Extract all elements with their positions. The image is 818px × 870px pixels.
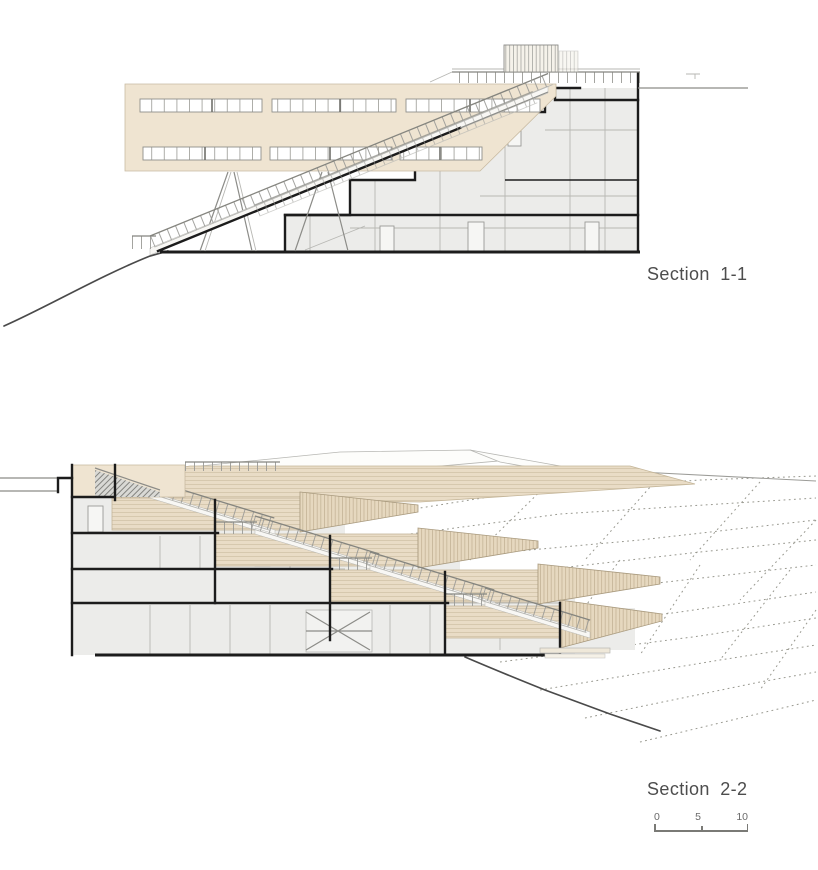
railing-lower-flight: [149, 72, 553, 248]
scale-tick-5: 5: [695, 811, 701, 823]
railing-landing: [132, 235, 156, 249]
section-2-2-drawing: [0, 449, 817, 743]
door-4: [379, 225, 395, 253]
canopy-wedge-2: [417, 527, 539, 569]
lower-platform: [539, 647, 611, 654]
window-band-lower: [142, 146, 483, 161]
cut-lines-2: [56, 463, 562, 657]
door-1: [467, 221, 485, 253]
section-1-label: Section 1-1: [647, 264, 748, 284]
basement-stair: [305, 609, 373, 653]
grand-stair: [132, 72, 553, 256]
scale-bar-line: [654, 824, 748, 832]
door-2: [584, 221, 600, 253]
canopy-wedge-1: [299, 491, 419, 533]
terrain-line-2: [464, 656, 661, 732]
scale-bar-numbers: 0 5 10: [654, 812, 748, 824]
terrain-line-1: [3, 250, 169, 327]
entry-platform: [0, 461, 280, 498]
canopy-wedge-3: [537, 563, 661, 605]
penthouse: [503, 44, 579, 73]
scale-bar: 0 5 10: [654, 812, 748, 832]
scale-tick-10: 10: [736, 811, 748, 823]
door-5: [87, 505, 104, 533]
scale-tick-0: 0: [654, 811, 660, 823]
section-2-label: Section 2-2: [647, 779, 748, 799]
section-1-1-drawing: [3, 44, 748, 327]
